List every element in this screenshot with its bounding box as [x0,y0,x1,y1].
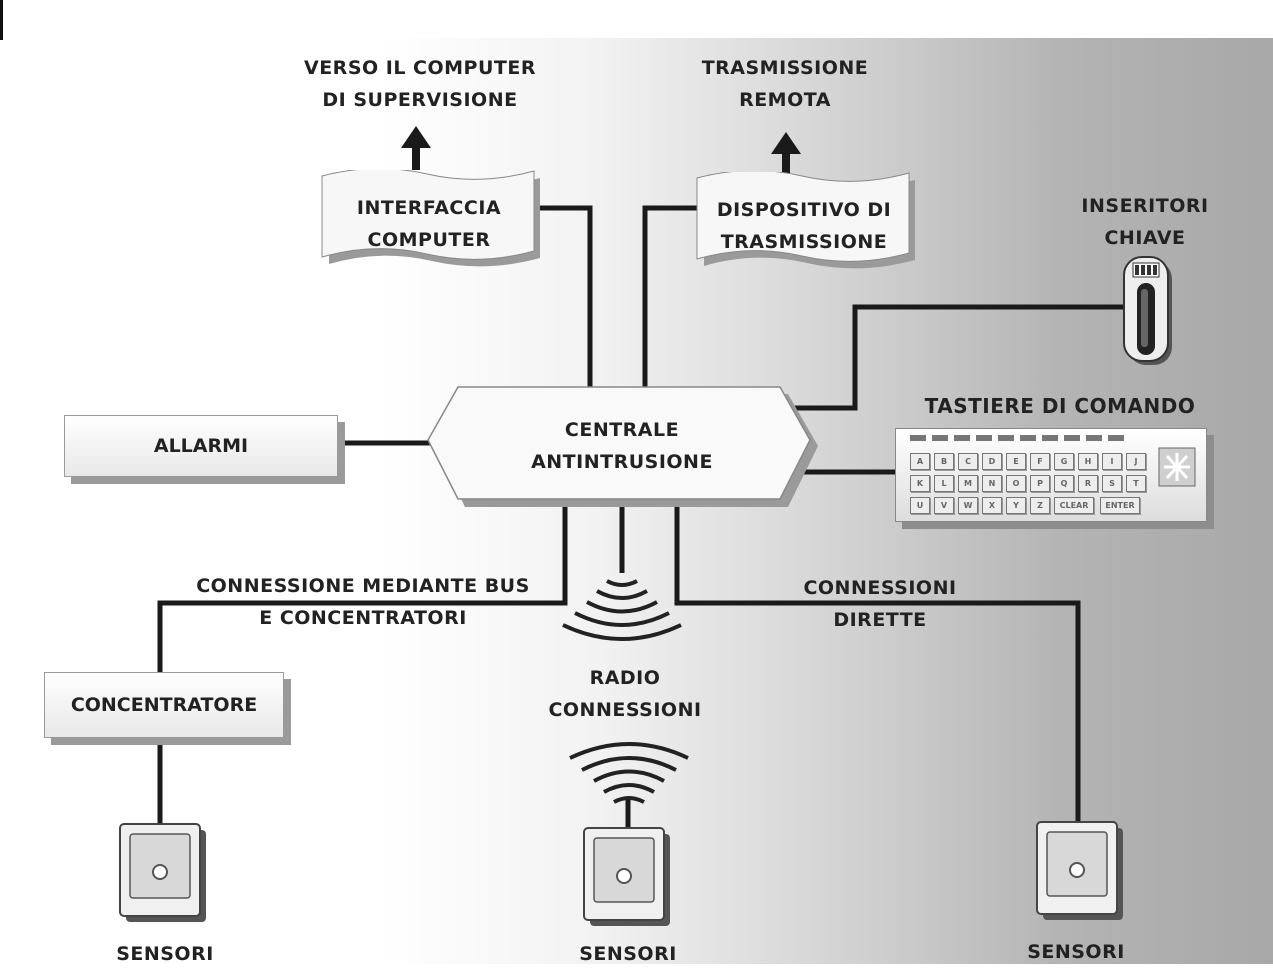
bus-connection-label: CONNESSIONE MEDIANTE BUS E CONCENTRATORI [196,575,530,629]
key-inserter-icon [1123,256,1172,365]
interface-box-shape [321,170,540,267]
alarms-label: ALLARMI [153,435,249,457]
arrow-up-icon [401,126,431,170]
sensors-left-label: SENSORI [116,943,214,965]
keyboard-key: D [982,453,1002,470]
keyboard-key: H [1078,453,1098,470]
interface-label: INTERFACCIA COMPUTER [356,197,502,251]
radio-waves-icon [569,742,689,804]
sensors-right-label: SENSORI [1027,941,1125,963]
arrow-up-icon [771,132,801,176]
concentrator-box: CONCENTRATORE [44,672,284,738]
wire-bus [157,500,568,672]
keyboard-key: K [910,475,930,492]
keyboard-key: U [910,497,930,514]
keyboard-display-icon [1158,447,1196,487]
keyboard-key: J [1126,453,1146,470]
remote-transmission-label: TRASMISSIONE REMOTA [701,57,869,111]
keyboard-key: F [1030,453,1050,470]
motion-sensor-icon [119,823,206,922]
keyboard-key: Z [1030,497,1050,514]
wire-transmitter [642,205,700,392]
alarms-box: ALLARMI [64,415,338,477]
keyboard-key: P [1030,475,1050,492]
edge-mark [0,0,3,40]
function-key-strip [910,435,1128,441]
top-margin [0,0,1273,38]
supervision-label: VERSO IL COMPUTER DI SUPERVISIONE [304,57,536,111]
wire-interface [535,205,593,392]
keyboard-key: Q [1054,475,1074,492]
key-inserters-label: INSERITORI CHIAVE [1081,195,1209,249]
keyboard-key: X [982,497,1002,514]
keyboard-key: ENTER [1100,497,1140,514]
keyboard-key: O [1006,475,1026,492]
keyboard-key: T [1126,475,1146,492]
wire-direct [674,500,1081,822]
concentrator-label: CONCENTRATORE [70,694,258,716]
keyboard-key: E [1006,453,1026,470]
direct-connections-label: CONNESSIONI DIRETTE [803,577,957,631]
keyboard-key: M [958,475,978,492]
central-unit-label: CENTRALE ANTINTRUSIONE [531,419,713,473]
keyboards-label: TASTIERE DI COMANDO [924,394,1196,418]
keyboard-key: Y [1006,497,1026,514]
keyboard-key: N [982,475,1002,492]
keyboard-key: R [1078,475,1098,492]
keyboard-key: CLEAR [1054,497,1094,514]
keyboard-key: S [1102,475,1122,492]
keyboard-key: C [958,453,978,470]
keyboard-key: I [1102,453,1122,470]
wire-key-inserter [790,304,1130,411]
sensors-middle-label: SENSORI [579,943,677,965]
motion-sensor-icon [1036,821,1123,920]
central-unit-shape [427,386,818,507]
transmitter-label: DISPOSITIVO DI TRASMISSIONE [716,199,892,253]
keyboard-key: A [910,453,930,470]
motion-sensor-icon [583,827,670,926]
keyboard-key: L [934,475,954,492]
radio-waves-icon [562,579,682,641]
radio-label: RADIO CONNESSIONI [548,667,702,721]
keyboard-key: W [958,497,978,514]
keyboard-key: V [934,497,954,514]
keyboard-key: G [1054,453,1074,470]
transmitter-box-shape [696,172,915,269]
keyboard-key: B [934,453,954,470]
